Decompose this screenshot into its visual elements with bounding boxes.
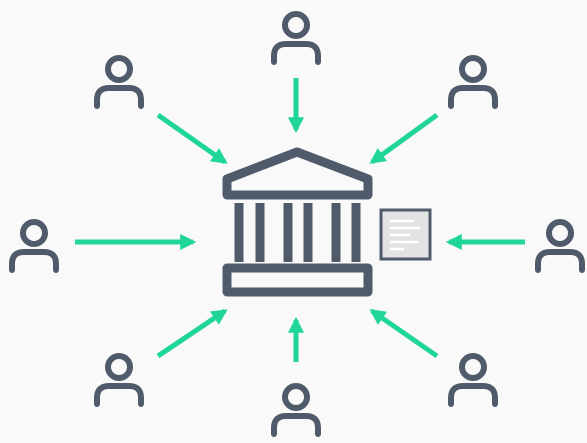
user-icon	[94, 55, 144, 109]
user-icon	[271, 383, 321, 437]
user-icon	[448, 353, 498, 407]
bank-base	[222, 263, 373, 297]
user-icon	[535, 219, 585, 273]
arrow-top-left-to-bank	[156, 112, 228, 165]
user-icon	[9, 219, 59, 273]
user-icon	[448, 55, 498, 109]
arrow-bottom-left-to-bank	[156, 308, 228, 359]
bank-icon	[222, 147, 373, 297]
arrow-top-right-to-bank	[369, 112, 439, 165]
document-icon	[379, 208, 432, 261]
arrow-bottom-right-to-bank	[369, 308, 439, 359]
user-icon	[94, 353, 144, 407]
arrows	[75, 78, 525, 362]
user-icon	[271, 11, 321, 65]
people	[9, 11, 585, 437]
bank-roof	[222, 147, 373, 200]
